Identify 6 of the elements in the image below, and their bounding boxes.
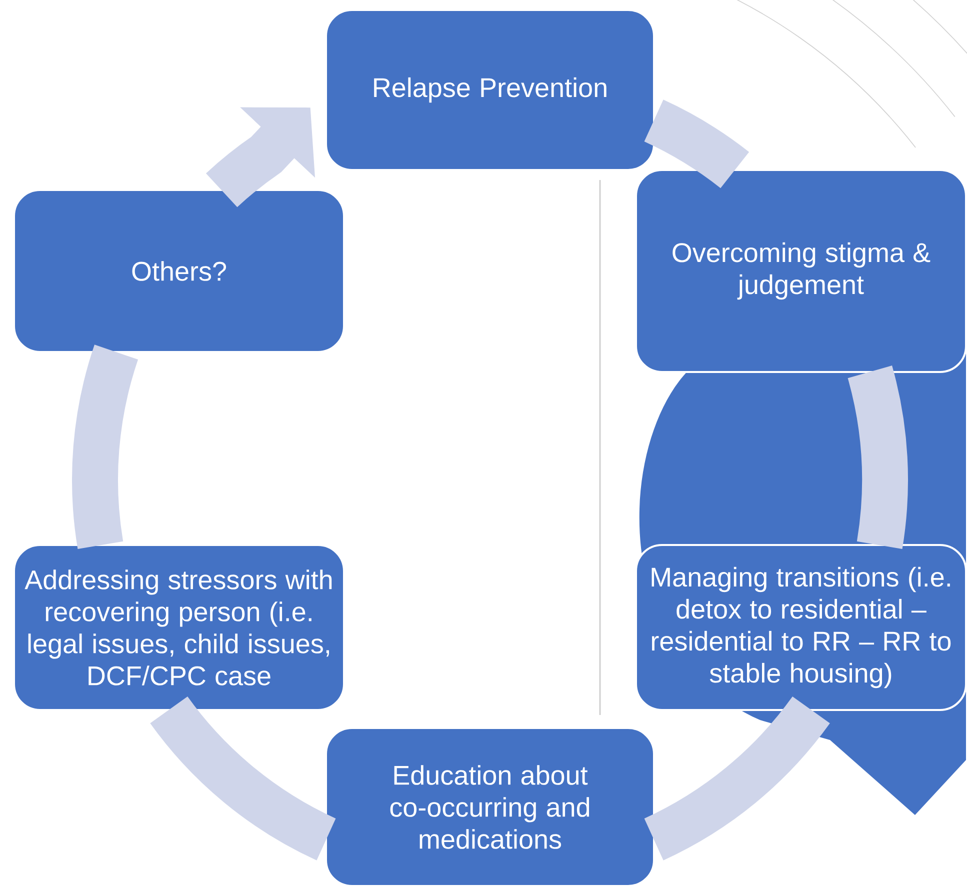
rounded-box: Overcoming stigma & judgement (635, 169, 967, 373)
rounded-box: Addressing stressors with recovering person (i.e. legal issues, child issues, DCF/CPC case (13, 544, 345, 711)
rounded-box: Relapse Prevention (325, 9, 655, 171)
rounded-box: Education about co-occurring and medications (325, 727, 655, 887)
rounded-box: Others? (13, 189, 345, 353)
rounded-box: Managing transitions (i.e. detox to residential – residential to RR – RR to stable housing) (635, 544, 967, 711)
